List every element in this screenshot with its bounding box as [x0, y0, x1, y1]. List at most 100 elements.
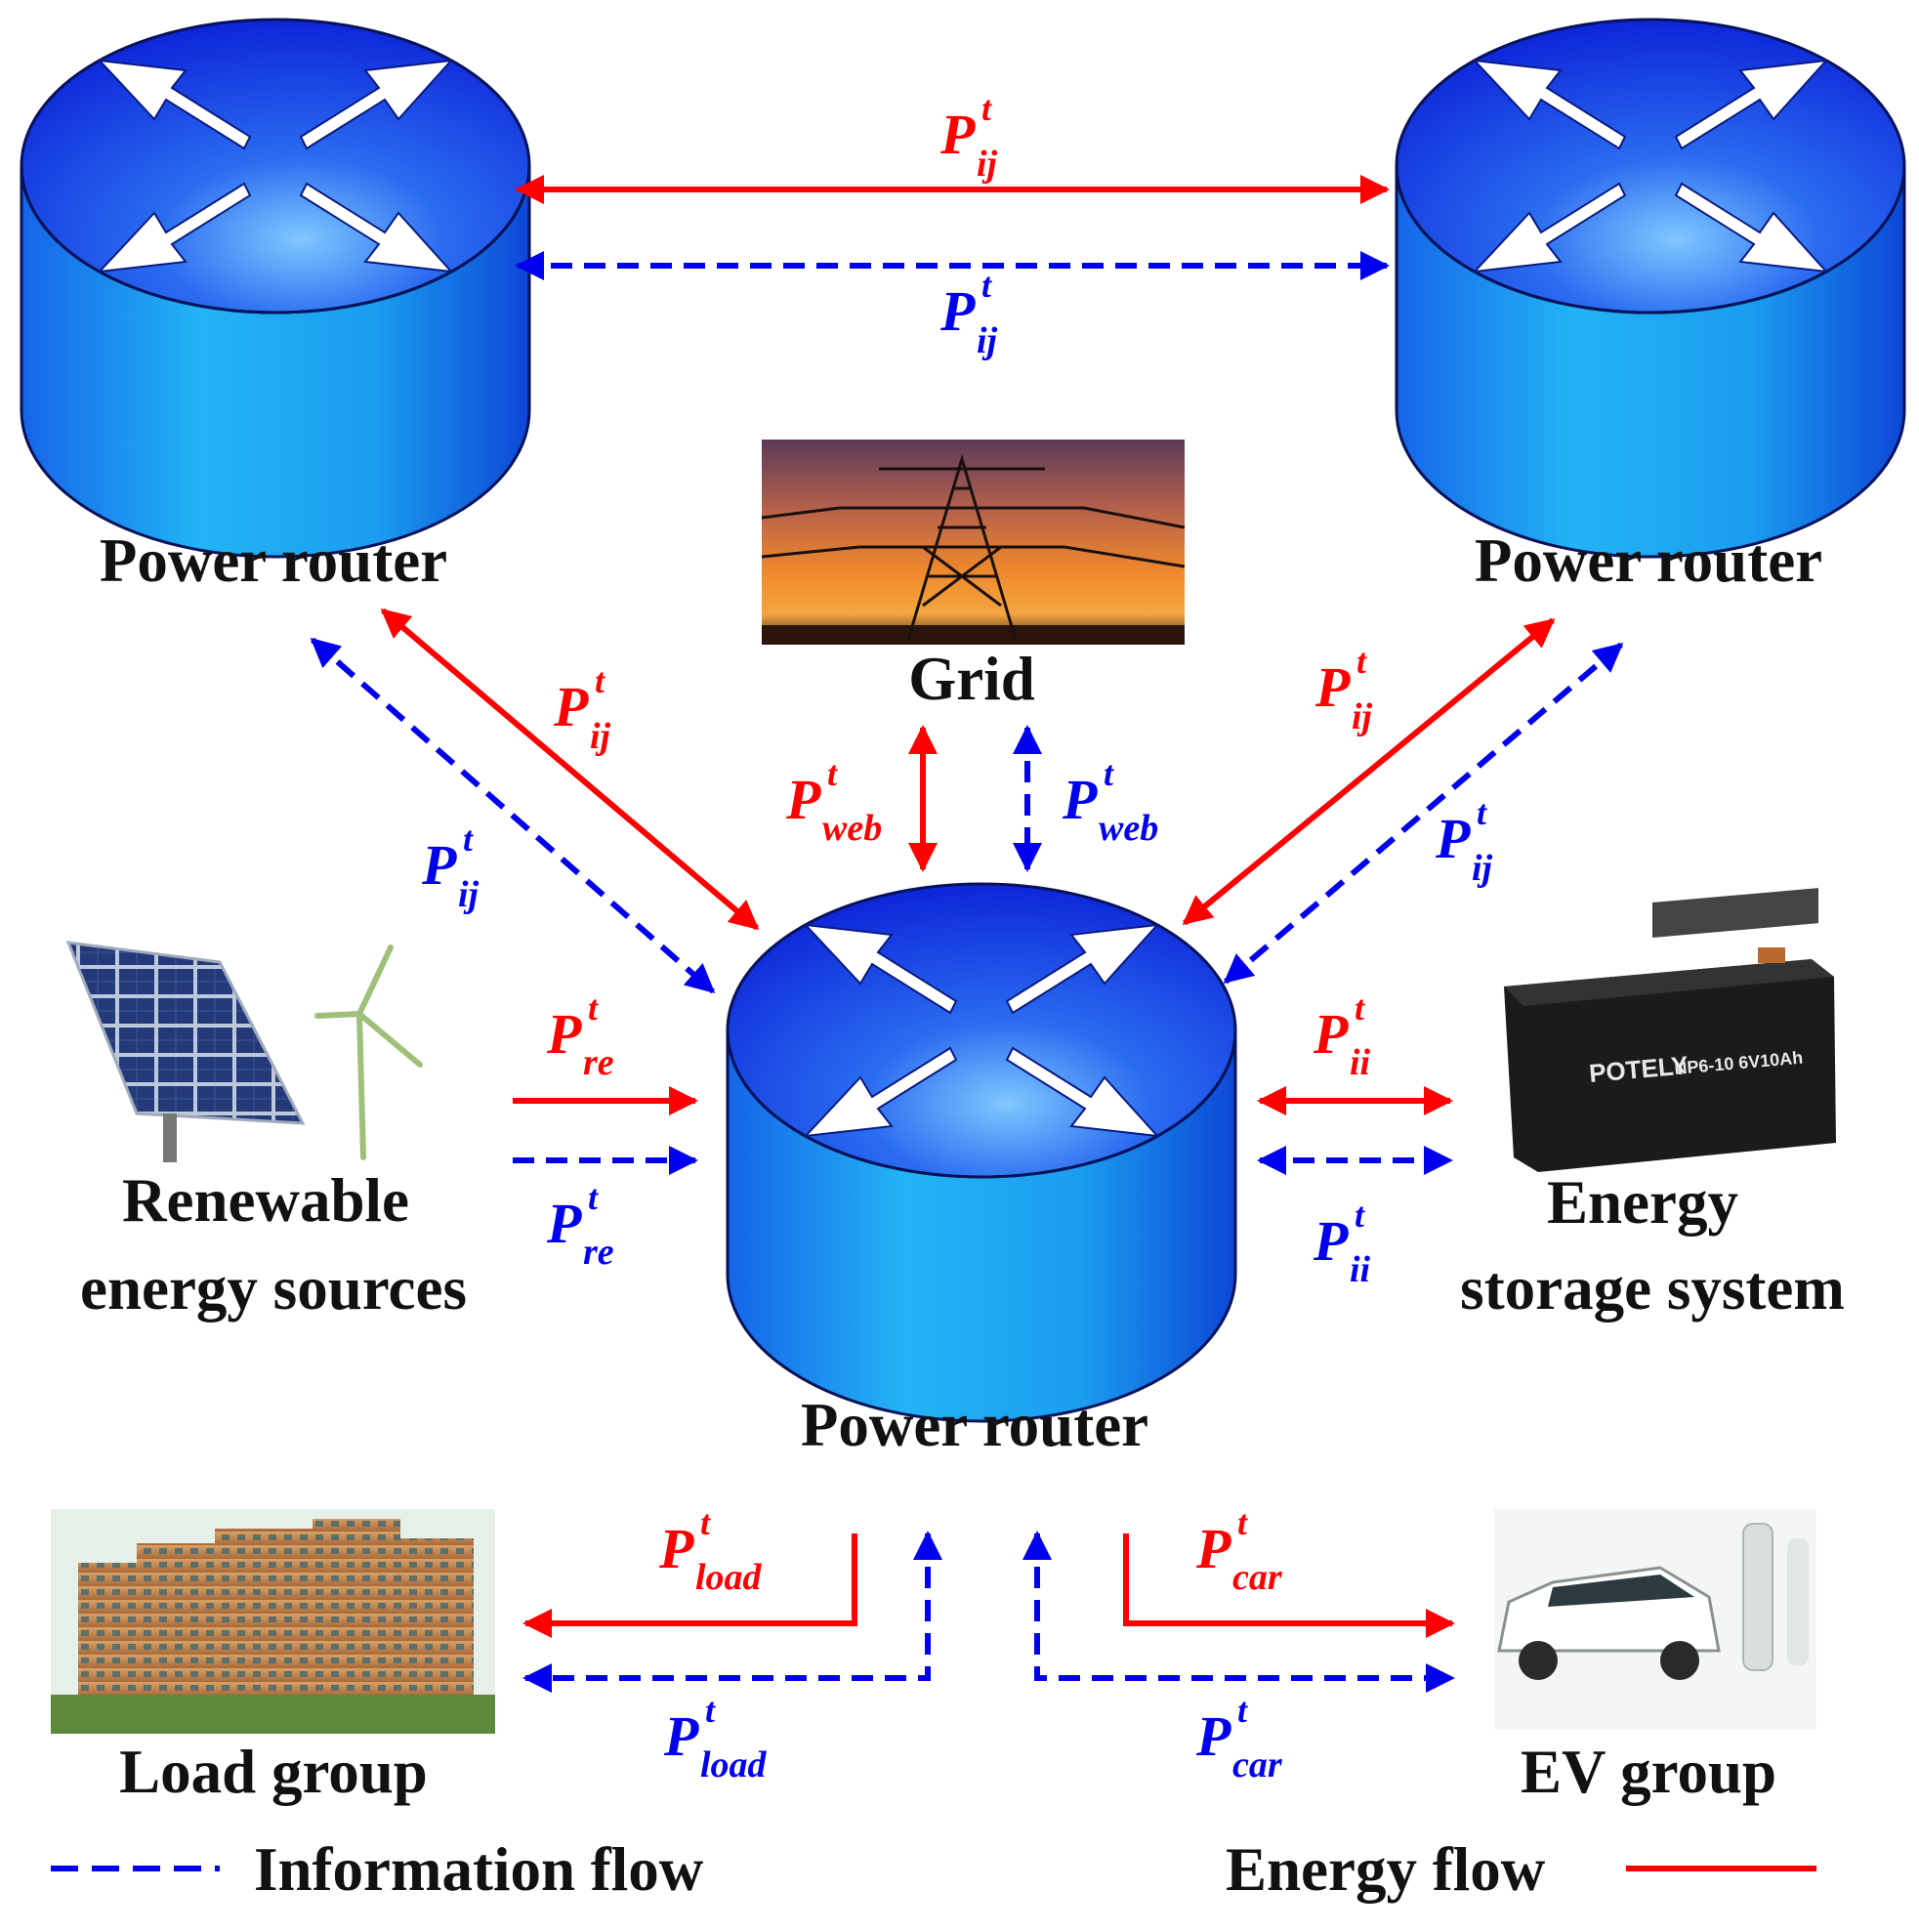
svg-text:t: t	[1355, 988, 1365, 1028]
svg-text:P: P	[939, 279, 976, 343]
svg-text:ij: ij	[1352, 696, 1373, 737]
svg-text:ij: ij	[977, 320, 998, 361]
svg-text:P: P	[1195, 1517, 1231, 1580]
power-router-icon	[20, 18, 531, 559]
svg-text:car: car	[1232, 1744, 1283, 1785]
renewable-info-symbol: P t re	[546, 1178, 614, 1273]
flow-symbols: P t ij P t ij P t ij P t ij P t ij P t i…	[421, 89, 1493, 1785]
ev-info-flow	[1022, 1531, 1455, 1693]
power-router-icon	[1395, 18, 1906, 559]
flow-lines	[310, 175, 1624, 1693]
svg-text:t: t	[1237, 1691, 1248, 1730]
svg-text:P: P	[1313, 1002, 1349, 1066]
svg-text:P: P	[658, 1517, 694, 1580]
renewable-label-line1: Renewable	[122, 1166, 409, 1235]
left-diag-info-symbol: P t ij	[421, 819, 480, 915]
svg-text:P: P	[1062, 768, 1098, 831]
ev-energy-symbol: P t car	[1195, 1503, 1283, 1598]
svg-text:t: t	[981, 89, 992, 128]
renewable-energy-symbol: P t re	[546, 988, 614, 1083]
load-node: Load group	[51, 1509, 495, 1806]
svg-text:P: P	[939, 103, 976, 166]
svg-text:t: t	[595, 661, 605, 700]
left-diag-info-flow	[310, 637, 716, 994]
svg-text:t: t	[827, 754, 838, 793]
ev-label: EV group	[1521, 1738, 1776, 1806]
ev-info-symbol: P t car	[1195, 1691, 1283, 1785]
svg-text:t: t	[588, 1178, 599, 1217]
renewable-label-line2: energy sources	[80, 1254, 467, 1323]
solar-panel-wind-turbine-photo	[65, 941, 423, 1162]
load-info-symbol: P t load	[663, 1691, 768, 1785]
svg-text:P: P	[785, 768, 821, 831]
svg-text:P: P	[553, 675, 589, 738]
storage-node: POTELY NP6-10 6V10Ah Energy storage syst…	[1460, 888, 1845, 1323]
svg-text:car: car	[1232, 1557, 1283, 1598]
router-top-left-label: Power router	[100, 526, 447, 595]
svg-text:t: t	[1355, 1196, 1365, 1235]
svg-text:P: P	[1195, 1704, 1231, 1768]
svg-text:t: t	[1356, 642, 1367, 681]
ev-energy-flow	[1123, 1533, 1455, 1638]
svg-text:re: re	[583, 1042, 614, 1083]
svg-text:P: P	[663, 1704, 699, 1768]
storage-label-line1: Energy	[1547, 1168, 1738, 1237]
svg-text:load: load	[700, 1744, 768, 1785]
grid-energy-symbol: P t web	[785, 754, 882, 849]
load-label: Load group	[119, 1738, 428, 1806]
transmission-tower-photo	[761, 440, 1186, 645]
svg-text:ii: ii	[1350, 1249, 1371, 1290]
svg-text:t: t	[705, 1691, 716, 1730]
router-center: Power router	[726, 882, 1237, 1459]
svg-text:P: P	[546, 1002, 582, 1066]
svg-text:load: load	[695, 1557, 763, 1598]
svg-text:t: t	[463, 819, 474, 859]
svg-text:ij: ij	[590, 716, 611, 757]
storage-energy-symbol: P t ii	[1313, 988, 1371, 1083]
svg-text:t: t	[1477, 793, 1487, 832]
load-info-flow	[522, 1531, 942, 1693]
svg-text:t: t	[1237, 1503, 1248, 1542]
right-diag-info-flow	[1223, 642, 1624, 985]
right-diag-energy-symbol: P t ij	[1314, 642, 1373, 737]
svg-text:P: P	[546, 1192, 582, 1255]
power-router-icon	[726, 882, 1237, 1423]
svg-text:re: re	[583, 1232, 614, 1273]
svg-text:t: t	[1104, 754, 1114, 793]
svg-text:ii: ii	[1350, 1042, 1371, 1083]
ev-node: EV group	[1494, 1509, 1816, 1806]
legend: Information flow Energy flow	[51, 1835, 1816, 1904]
svg-text:t: t	[588, 988, 599, 1028]
legend-energy-label: Energy flow	[1226, 1835, 1546, 1904]
svg-text:P: P	[421, 833, 457, 897]
electric-car-photo	[1494, 1509, 1816, 1729]
svg-text:P: P	[1435, 807, 1471, 870]
grid-label: Grid	[908, 645, 1035, 713]
storage-label-line2: storage system	[1460, 1254, 1845, 1323]
svg-text:ij: ij	[977, 144, 998, 185]
svg-text:P: P	[1314, 655, 1351, 719]
storage-info-symbol: P t ii	[1313, 1196, 1371, 1290]
top-energy-symbol: P t ij	[939, 89, 998, 185]
svg-text:ij: ij	[458, 874, 480, 915]
legend-information-label: Information flow	[254, 1835, 704, 1904]
router-top-right-label: Power router	[1475, 526, 1822, 595]
svg-text:web: web	[822, 808, 882, 849]
svg-text:t: t	[981, 266, 992, 305]
right-diag-info-symbol: P t ij	[1435, 793, 1493, 889]
load-energy-symbol: P t load	[658, 1503, 763, 1598]
grid-node: Grid	[761, 440, 1186, 713]
renewable-node: Renewable energy sources	[65, 941, 467, 1323]
svg-text:t: t	[700, 1503, 711, 1542]
router-top-left: Power router	[20, 18, 531, 595]
grid-info-symbol: P t web	[1062, 754, 1158, 849]
right-diag-energy-flow	[1182, 617, 1556, 926]
svg-text:web: web	[1099, 808, 1158, 849]
battery-photo: POTELY NP6-10 6V10Ah	[1504, 888, 1836, 1172]
svg-text:ij: ij	[1472, 848, 1493, 889]
router-center-label: Power router	[801, 1391, 1148, 1459]
building-photo	[51, 1509, 495, 1734]
left-diag-energy-symbol: P t ij	[553, 661, 611, 757]
top-info-symbol: P t ij	[939, 266, 998, 361]
